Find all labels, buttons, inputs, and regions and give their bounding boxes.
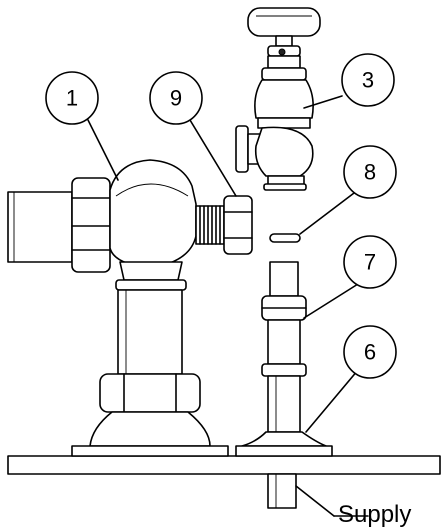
leader-lines	[87, 95, 369, 517]
base-plate	[7, 455, 441, 475]
standpipe	[261, 261, 307, 433]
svg-text:6: 6	[364, 340, 376, 365]
thread-lines	[199, 205, 221, 245]
svg-text:7: 7	[364, 250, 376, 275]
balloon-3: 3	[341, 53, 395, 107]
main-valve-body	[7, 159, 229, 457]
supply-pipe	[267, 473, 297, 509]
balloon-1: 1	[45, 71, 99, 125]
svg-text:8: 8	[364, 160, 376, 185]
svg-text:3: 3	[362, 68, 374, 93]
svg-text:1: 1	[66, 86, 78, 111]
svg-text:9: 9	[170, 86, 182, 111]
balloon-9: 9	[149, 71, 203, 125]
upper-valve	[235, 7, 321, 191]
balloon-6: 6	[343, 325, 397, 379]
balloon-7: 7	[343, 235, 397, 289]
supply-label: Supply	[338, 501, 411, 528]
balloon-8: 8	[343, 145, 397, 199]
washer	[269, 233, 301, 243]
side-nut	[223, 195, 253, 255]
flange	[235, 431, 333, 457]
